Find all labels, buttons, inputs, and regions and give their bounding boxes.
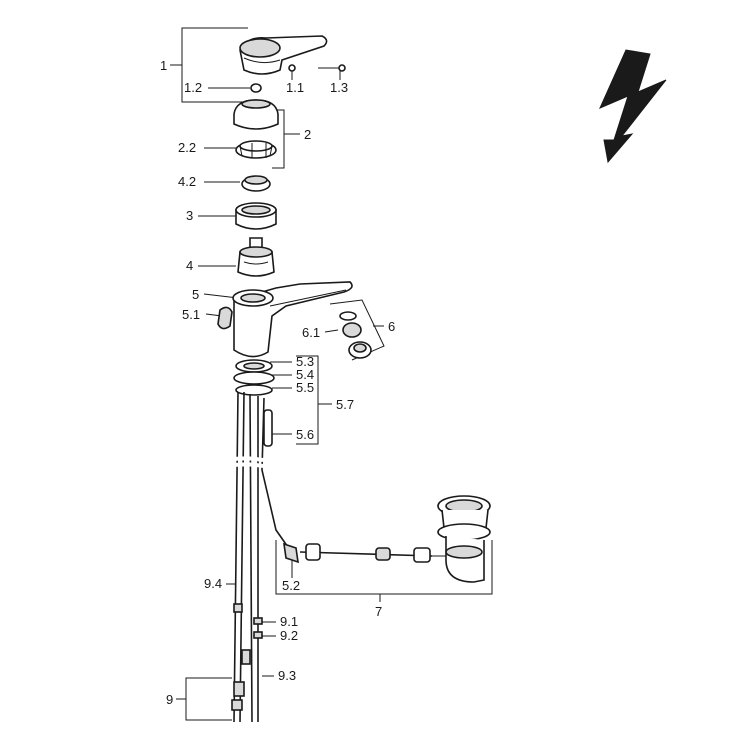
label-5-7: 5.7 xyxy=(336,397,354,412)
label-6: 6 xyxy=(388,319,395,334)
label-9-3: 9.3 xyxy=(278,668,296,683)
label-4: 4 xyxy=(186,258,193,273)
label-4-2: 4.2 xyxy=(178,174,196,189)
label-9-4: 9.4 xyxy=(204,576,222,591)
label-5-4: 5.4 xyxy=(296,367,314,382)
label-2: 2 xyxy=(304,127,311,142)
part-hose-fittings xyxy=(231,603,263,711)
leader-lines xyxy=(170,27,493,721)
label-6-1: 6.1 xyxy=(302,325,320,340)
part-cartridge xyxy=(237,237,275,277)
part-waste-assembly xyxy=(283,495,491,583)
label-1-1: 1.1 xyxy=(286,80,304,95)
part-supply-hoses xyxy=(227,391,291,723)
part-dome-cover xyxy=(233,99,279,130)
label-5-5: 5.5 xyxy=(296,380,314,395)
label-9-1: 9.1 xyxy=(280,614,298,629)
label-2-2: 2.2 xyxy=(178,140,196,155)
lightning-bolt-arrow-icon xyxy=(599,49,667,164)
label-3: 3 xyxy=(186,208,193,223)
label-5-3: 5.3 xyxy=(296,354,314,369)
leader-6-1 xyxy=(324,329,339,333)
part-pop-up-knob xyxy=(217,306,233,330)
label-9-2: 9.2 xyxy=(280,628,298,643)
part-faucet-body xyxy=(232,281,353,358)
part-screws xyxy=(288,64,346,72)
label-5-2: 5.2 xyxy=(282,578,300,593)
label-1-2: 1.2 xyxy=(184,80,202,95)
part-ring-4-2 xyxy=(241,175,271,192)
label-7: 7 xyxy=(375,604,382,619)
label-1-3: 1.3 xyxy=(330,80,348,95)
bracket-2 xyxy=(272,109,285,169)
label-5: 5 xyxy=(192,287,199,302)
part-cap xyxy=(250,83,262,93)
part-nut xyxy=(235,202,277,230)
part-lever-handle xyxy=(239,35,328,75)
label-5-1: 5.1 xyxy=(182,307,200,322)
bracket-5-7 xyxy=(296,355,319,445)
part-ring-2-2 xyxy=(235,140,277,159)
label-5-6: 5.6 xyxy=(296,427,314,442)
label-9: 9 xyxy=(166,692,173,707)
bracket-9 xyxy=(185,677,232,721)
part-washers xyxy=(233,359,275,396)
part-aerator xyxy=(339,311,372,359)
bracket-7 xyxy=(275,540,493,595)
callout-labels: 1 1.1 1.2 1.3 2 2.2 4.2 3 4 5 5.1 6 6.1 … xyxy=(160,58,395,707)
label-1: 1 xyxy=(160,58,167,73)
